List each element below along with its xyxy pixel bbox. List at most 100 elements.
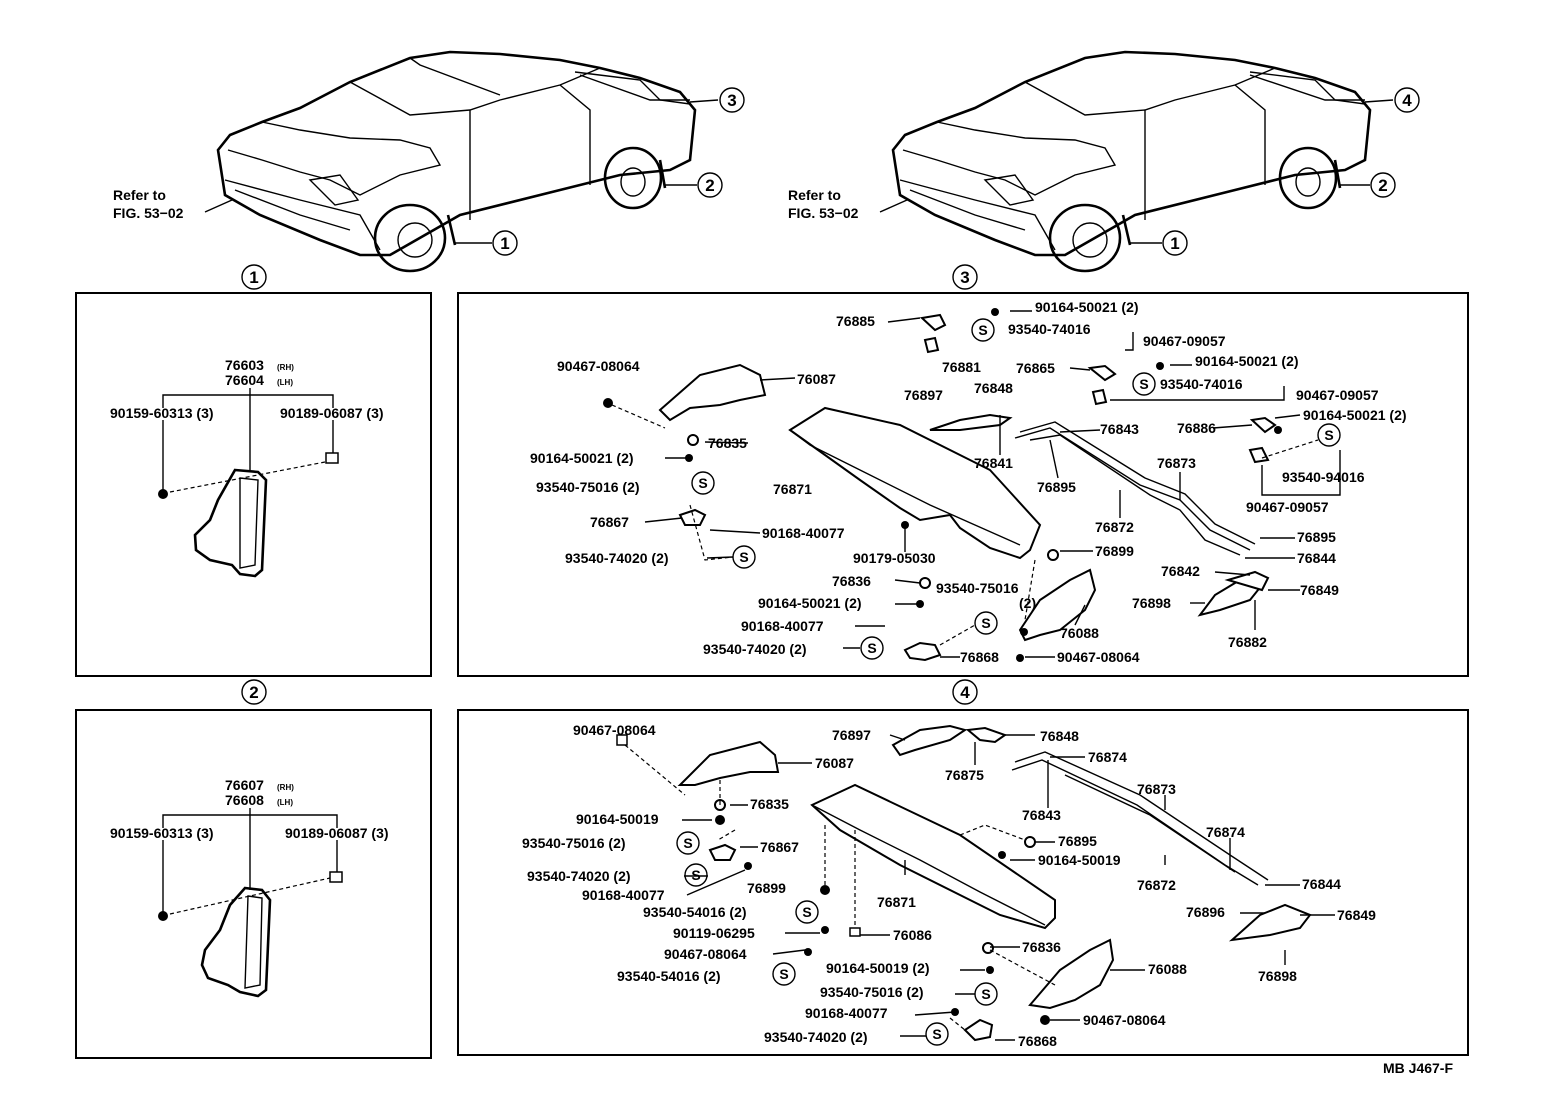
label: 76895 bbox=[1058, 833, 1097, 849]
label: 76897 bbox=[904, 387, 943, 403]
svg-text:S: S bbox=[981, 615, 990, 631]
label: 76875 bbox=[945, 767, 984, 783]
panel2-frame bbox=[75, 709, 432, 1059]
label: 76895 bbox=[1037, 479, 1076, 495]
label: 93540-54016 (2) bbox=[617, 968, 721, 984]
label: 76868 bbox=[960, 649, 999, 665]
label: 90179-05030 bbox=[853, 550, 936, 566]
panel1-frame bbox=[75, 292, 432, 677]
label: 76882 bbox=[1228, 634, 1267, 650]
svg-text:S: S bbox=[981, 986, 990, 1002]
label: 93540-74020 (2) bbox=[703, 641, 807, 657]
callout-2-right: 2 bbox=[1378, 176, 1387, 195]
label: 90164-50021 (2) bbox=[1303, 407, 1407, 423]
label: 76088 bbox=[1060, 625, 1099, 641]
car-right bbox=[891, 50, 1372, 273]
label: 93540-74020 (2) bbox=[527, 868, 631, 884]
panel1-part-lh: 76604 bbox=[225, 372, 264, 388]
label: 76867 bbox=[760, 839, 799, 855]
label: 90164-50019 bbox=[576, 811, 659, 827]
label: 93540-94016 bbox=[1282, 469, 1365, 485]
label: 76842 bbox=[1161, 563, 1200, 579]
panel2-part-lh: 76608 bbox=[225, 792, 264, 808]
label: 90164-50021 (2) bbox=[758, 595, 862, 611]
panel2-bolt-left: 90159-60313 (3) bbox=[110, 825, 214, 841]
label: 76871 bbox=[877, 894, 916, 910]
label: 90168-40077 bbox=[805, 1005, 888, 1021]
footer-code: MB J467-F bbox=[1383, 1060, 1453, 1076]
label: 93540-75016 (2) bbox=[536, 479, 640, 495]
label: 90164-50019 bbox=[1038, 852, 1121, 868]
label: 93540-74016 bbox=[1008, 321, 1091, 337]
svg-text:S: S bbox=[691, 867, 700, 883]
label: 76872 bbox=[1137, 877, 1176, 893]
label: 93540-75016 (2) bbox=[522, 835, 626, 851]
label: 76836 bbox=[1022, 939, 1061, 955]
svg-text:S: S bbox=[779, 966, 788, 982]
panel4-frame bbox=[457, 709, 1469, 1056]
label: 76087 bbox=[797, 371, 836, 387]
refer-to-right-1: Refer to bbox=[788, 187, 841, 203]
label: 76848 bbox=[974, 380, 1013, 396]
callout-4-right: 4 bbox=[1402, 91, 1412, 110]
panel1-rh: (RH) bbox=[277, 363, 294, 372]
label: 76088 bbox=[1148, 961, 1187, 977]
panel2-title: 2 bbox=[249, 683, 258, 702]
label: 76835 bbox=[708, 435, 747, 451]
label: (2) bbox=[1019, 595, 1036, 611]
callout-1-right: 1 bbox=[1170, 234, 1179, 253]
label: 93540-74020 (2) bbox=[764, 1029, 868, 1045]
label: 76087 bbox=[815, 755, 854, 771]
label: 76886 bbox=[1177, 420, 1216, 436]
label: 90164-50021 (2) bbox=[1195, 353, 1299, 369]
panel4-title: 4 bbox=[960, 683, 970, 702]
panel1-title: 1 bbox=[249, 268, 258, 287]
label: 90467-08064 bbox=[1083, 1012, 1166, 1028]
panel1-bolt-right: 90189-06087 (3) bbox=[280, 405, 384, 421]
label: 76874 bbox=[1088, 749, 1127, 765]
label: 90467-08064 bbox=[1057, 649, 1140, 665]
label: 76841 bbox=[974, 455, 1013, 471]
label: 90164-50021 (2) bbox=[530, 450, 634, 466]
panel1-part-rh: 76603 bbox=[225, 357, 264, 373]
label: 76843 bbox=[1100, 421, 1139, 437]
label: 93540-54016 (2) bbox=[643, 904, 747, 920]
label: 76849 bbox=[1300, 582, 1339, 598]
mudguard-rear bbox=[200, 886, 272, 998]
label: 76873 bbox=[1157, 455, 1196, 471]
svg-text:S: S bbox=[867, 640, 876, 656]
label: 90467-08064 bbox=[573, 722, 656, 738]
label: 90467-09057 bbox=[1143, 333, 1226, 349]
label: 93540-75016 (2) bbox=[820, 984, 924, 1000]
label: 76873 bbox=[1137, 781, 1176, 797]
car-left bbox=[216, 50, 697, 273]
spoiler-76871 bbox=[788, 406, 1042, 560]
spoiler-76871-p4 bbox=[810, 783, 1056, 930]
label: 93540-74016 bbox=[1160, 376, 1243, 392]
panel1-lh: (LH) bbox=[277, 378, 293, 387]
label: 76868 bbox=[1018, 1033, 1057, 1049]
label: 93540-74020 (2) bbox=[565, 550, 669, 566]
svg-text:S: S bbox=[739, 549, 748, 565]
label: 76865 bbox=[1016, 360, 1055, 376]
svg-text:S: S bbox=[1139, 376, 1148, 392]
label: 76871 bbox=[773, 481, 812, 497]
mudguard-front bbox=[193, 468, 268, 578]
panel4-labels: 90467-08064 76897 76848 76087 76874 7687… bbox=[522, 722, 1376, 1049]
label: 76898 bbox=[1132, 595, 1171, 611]
refer-to-left-2: FIG. 53−02 bbox=[113, 205, 184, 221]
label: 76844 bbox=[1297, 550, 1336, 566]
panel2-bolt-right: 90189-06087 (3) bbox=[285, 825, 389, 841]
label: 76897 bbox=[832, 727, 871, 743]
label: 76899 bbox=[1095, 543, 1134, 559]
label: 76836 bbox=[832, 573, 871, 589]
label: 90168-40077 bbox=[582, 887, 665, 903]
label: 90168-40077 bbox=[762, 525, 845, 541]
panel2-rh: (RH) bbox=[277, 783, 294, 792]
label: 76896 bbox=[1186, 904, 1225, 920]
label: 76885 bbox=[836, 313, 875, 329]
label: 76881 bbox=[942, 359, 981, 375]
label: 90467-08064 bbox=[664, 946, 747, 962]
label: 90164-50021 (2) bbox=[1035, 299, 1139, 315]
label: 76849 bbox=[1337, 907, 1376, 923]
